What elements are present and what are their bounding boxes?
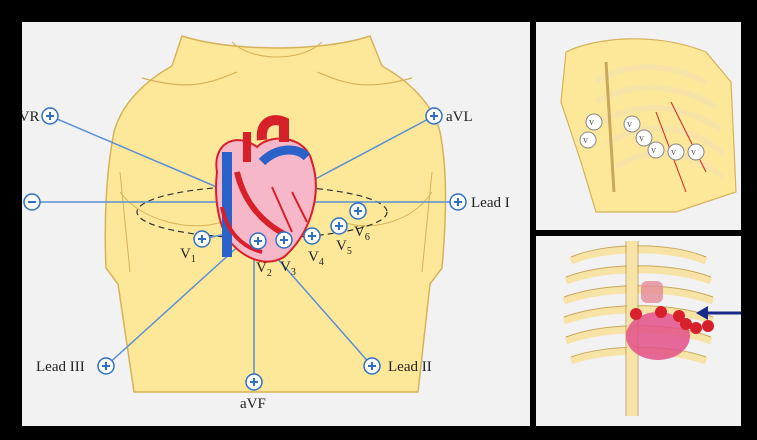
label-v5: V5 <box>336 238 352 257</box>
label-avf: aVF <box>240 396 266 412</box>
frontal-heart-upper <box>641 281 663 303</box>
electrode-avf <box>245 373 263 391</box>
electrode-lead-i <box>449 193 467 211</box>
electrode-v4 <box>303 227 321 245</box>
neck-line <box>231 41 323 58</box>
label-lead-iii: Lead III <box>36 359 85 375</box>
electrode-v1 <box>193 230 211 248</box>
oblique-torso <box>560 38 737 213</box>
label-v2: V2 <box>256 260 272 279</box>
label-lead-ii: Lead II <box>388 359 432 375</box>
svg-text:V: V <box>691 149 696 157</box>
label-v4: V4 <box>308 249 324 268</box>
oblique-electrodes: V V V V V V V <box>579 113 705 161</box>
svg-text:V: V <box>671 149 676 157</box>
frontal-ribcage-illustration <box>562 241 741 416</box>
chest-lead-diagram: aVR aVL Lead I Lead II Lead III aVF V1 V… <box>22 35 510 412</box>
label-v1: V1 <box>180 246 196 265</box>
svg-text:V: V <box>627 121 632 129</box>
label-v6: V6 <box>354 224 370 243</box>
label-avr: aVR <box>22 109 40 125</box>
label-lead-i: Lead I <box>471 195 510 211</box>
svg-text:V: V <box>589 119 594 127</box>
label-avl: aVL <box>446 109 473 125</box>
svg-text:V: V <box>639 135 644 143</box>
oblique-sternum <box>604 61 616 193</box>
oblique-ribcage-illustration: V V V V V V V <box>560 38 737 213</box>
electrode-v5 <box>330 217 348 235</box>
arm-line-right <box>421 171 433 273</box>
collarbone-line-right <box>316 71 413 86</box>
frontal-heart <box>626 312 690 360</box>
chest-lead-diagram-panel: aVR aVL Lead I Lead II Lead III aVF V1 V… <box>22 22 530 426</box>
oblique-ribcage-panel: V V V V V V V <box>536 22 741 230</box>
collarbone-line <box>141 71 238 86</box>
arm-line-left <box>119 171 131 273</box>
electrode-v6 <box>349 202 367 220</box>
pectoral-line-right <box>341 191 433 227</box>
electrode-avl <box>425 107 443 125</box>
pointer-arrow-head <box>696 306 708 320</box>
electrode-v3 <box>275 231 293 249</box>
electrode-v2 <box>249 232 267 250</box>
label-v3: V3 <box>280 259 296 278</box>
pectoral-line <box>119 191 223 227</box>
electrode-avr <box>41 107 59 125</box>
heart-illustration <box>215 115 317 263</box>
electrode-lead-i-negative <box>23 193 41 211</box>
frontal-ribcage-panel <box>536 236 741 426</box>
svg-text:V: V <box>651 147 656 155</box>
electrode-lead-ii <box>363 357 381 375</box>
frontal-electrode-dots <box>630 306 714 334</box>
electrode-lead-iii <box>97 357 115 375</box>
svg-text:V: V <box>583 137 588 145</box>
